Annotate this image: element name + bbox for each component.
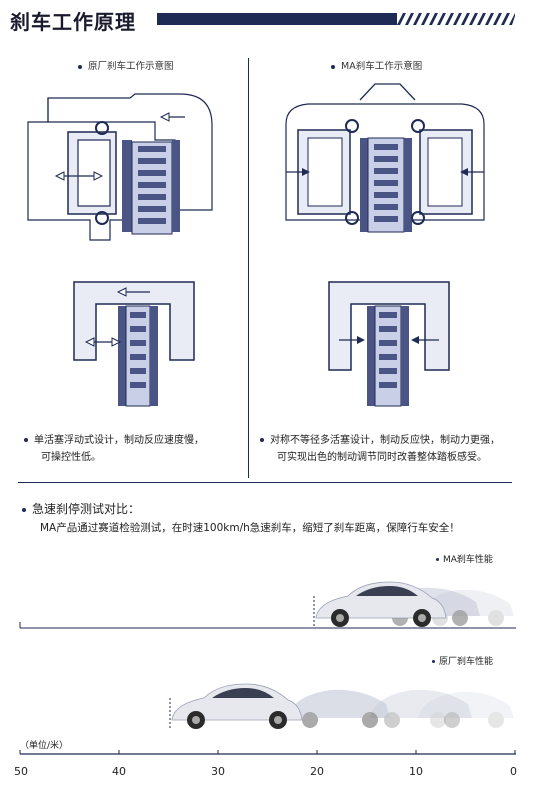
distance-axis (19, 750, 516, 755)
oem-car (171, 683, 303, 729)
ma-braking-track (19, 581, 516, 629)
ma-diagram-caption: MA刹车工作示意图 (331, 58, 422, 72)
test-section-title: 急速刹停测试对比： (22, 500, 140, 517)
ma-car (315, 581, 447, 627)
axis-tick-10: 10 (409, 765, 423, 778)
axis-tick-30: 30 (211, 765, 225, 778)
oem-car-ghost-2 (370, 689, 472, 728)
oem-caliper-diagram (27, 93, 213, 241)
axis-tick-50: 50 (14, 765, 28, 778)
ma-caliper-diagram (285, 83, 485, 233)
label-bullet (436, 558, 439, 561)
oem-note: 单活塞浮动式设计，制动反应速度慢， 可操控性低。 (24, 432, 204, 466)
axis-tick-40: 40 (112, 765, 126, 778)
section-divider (18, 482, 512, 483)
oem-braking-track (169, 683, 514, 730)
section-bullet (22, 507, 26, 512)
test-section-description: MA产品通过赛道检验测试，在时速100km/h急速刹车，缩短了刹车距离，保障行车… (40, 522, 460, 534)
oem-diagram-caption: 原厂刹车工作示意图 (78, 58, 174, 72)
oem-piston-detail (73, 281, 195, 407)
caption-bullet (331, 64, 335, 69)
caption-bullet (78, 64, 82, 69)
oem-car-ghost-1 (288, 689, 390, 728)
ma-note: 对称不等径多活塞设计，制动反应快，制动力更强， 可实现出色的制动调节同时改善整体… (260, 432, 500, 466)
ma-performance-label: MA刹车性能 (436, 552, 493, 565)
oem-car-ghost-3 (418, 691, 514, 728)
panel-divider (248, 58, 249, 478)
title-bar (157, 13, 397, 25)
title-hatch (397, 13, 515, 25)
unit-label: （单位/米） (20, 741, 69, 751)
note-bullet (260, 438, 264, 442)
ma-piston-detail (328, 281, 450, 407)
page-title: 刹车工作原理 (10, 10, 136, 34)
oem-performance-label: 原厂刹车性能 (432, 654, 493, 667)
note-bullet (24, 438, 28, 442)
axis-tick-20: 20 (310, 765, 324, 778)
axis-tick-0: 0 (510, 765, 517, 778)
label-bullet (432, 660, 435, 663)
